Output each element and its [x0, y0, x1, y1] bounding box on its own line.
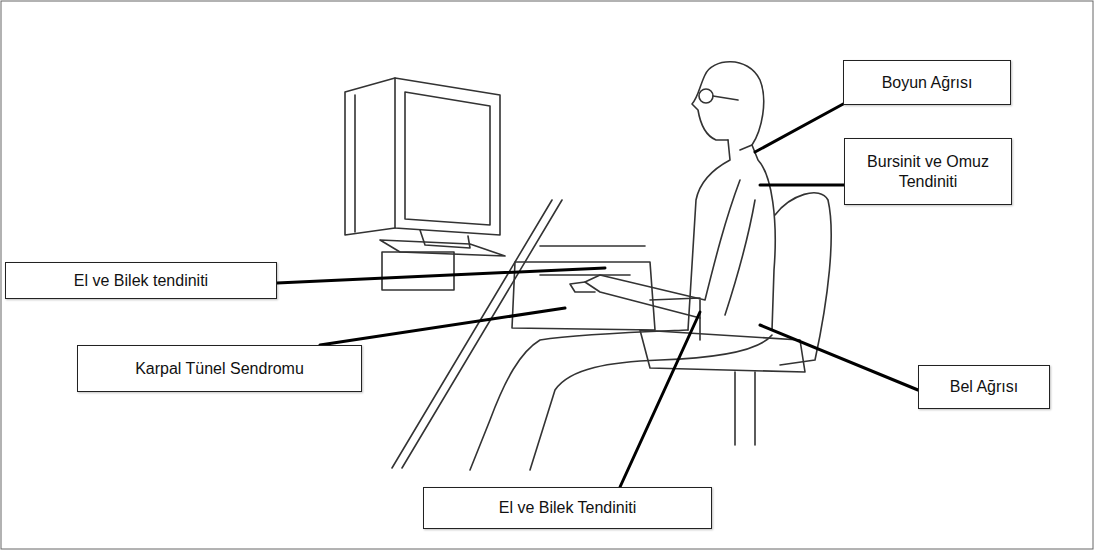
callout-text: El ve Bilek Tendiniti — [499, 498, 637, 518]
callout-text: Boyun Ağrısı — [882, 73, 973, 93]
callout-box: Bursinit ve Omuz Tendiniti — [844, 138, 1012, 205]
callout-text: Bursinit ve Omuz Tendiniti — [853, 152, 1003, 192]
callout-text: Karpal Tünel Sendromu — [135, 359, 304, 379]
leader-lines — [277, 103, 918, 487]
workstation-drawing — [345, 62, 831, 470]
callout-box: El ve Bilek tendiniti — [5, 262, 277, 299]
callout-box: Bel Ağrısı — [918, 365, 1050, 409]
callout-box: El ve Bilek Tendiniti — [423, 487, 712, 529]
callout-box: Boyun Ağrısı — [843, 60, 1011, 105]
callout-text: El ve Bilek tendiniti — [74, 271, 208, 291]
callout-text: Bel Ağrısı — [950, 377, 1018, 397]
callout-box: Karpal Tünel Sendromu — [77, 345, 362, 392]
